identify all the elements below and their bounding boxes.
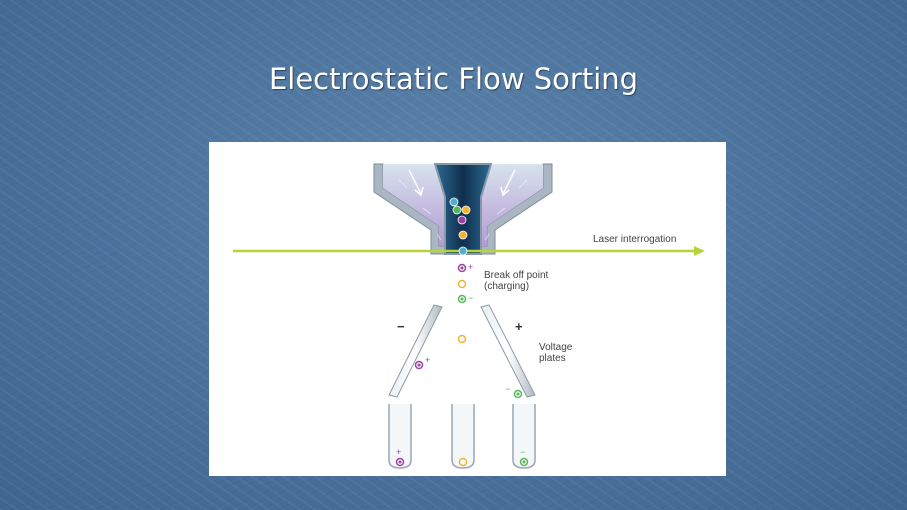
droplets: + − [457, 262, 473, 344]
svg-text:−: − [468, 293, 473, 303]
svg-text:+: + [396, 447, 401, 457]
collection-tubes: + − [388, 404, 536, 469]
left-plate-sign: − [397, 319, 405, 334]
svg-text:+: + [468, 262, 473, 272]
breakoff-label-line1: Break off point [484, 270, 549, 281]
svg-text:−: − [520, 447, 525, 457]
flow-sorting-diagram: Laser interrogation + − Break off point … [209, 142, 726, 476]
breakoff-label-line2: (charging) [484, 281, 529, 292]
laser-label: Laser interrogation [593, 234, 676, 245]
right-plate-sign: + [515, 319, 523, 334]
flow-arrows [408, 169, 516, 197]
voltage-label-line2: plates [539, 353, 566, 364]
voltage-plates [388, 304, 536, 398]
svg-text:+: + [425, 355, 430, 365]
deflected-droplets: + − [414, 355, 523, 399]
svg-text:−: − [505, 384, 510, 394]
diagram-svg: Laser interrogation + − Break off point … [233, 163, 705, 469]
cells-in-stream [449, 197, 471, 256]
voltage-label-line1: Voltage [539, 342, 573, 353]
slide-title: Electrostatic Flow Sorting [268, 62, 639, 96]
